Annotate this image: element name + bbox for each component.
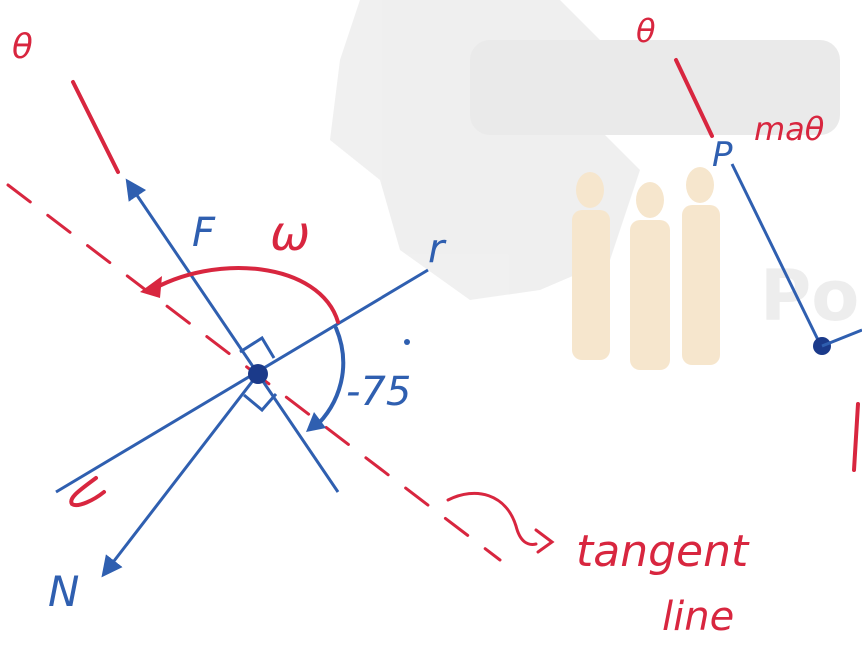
force-F-extension	[256, 373, 340, 493]
right-red-mark	[852, 402, 860, 472]
force-F-arrow	[125, 178, 260, 375]
F-label: F	[192, 210, 216, 256]
red-axis-line	[71, 80, 120, 174]
max-label: maθ	[754, 110, 824, 148]
omega-arc	[146, 266, 340, 324]
angle-arrowhead	[306, 412, 326, 432]
tangent-annotation-arrowhead	[534, 528, 555, 554]
center-point	[248, 364, 268, 384]
r-axis-line	[55, 268, 429, 494]
tangent-annotation-arrow	[446, 491, 538, 546]
angle-label: -75	[346, 369, 411, 415]
r-label: r	[428, 226, 447, 272]
tangent-label: tangent	[576, 526, 750, 577]
right-angle-marker-lower	[243, 393, 278, 413]
watermark-logo: Pol	[330, 0, 862, 370]
right-red-axis-line	[674, 58, 714, 138]
omega-arrowhead	[140, 276, 162, 298]
r-axis-negative-end	[69, 476, 106, 507]
line-label: line	[662, 594, 734, 640]
angle-arc	[312, 326, 346, 430]
people-watermark-icon	[572, 167, 720, 370]
right-blue-line-2	[821, 328, 862, 348]
right-angle-marker-upper	[239, 335, 276, 359]
right-blue-line	[730, 163, 822, 345]
omega-label: ω	[270, 206, 310, 262]
normal-N-arrow	[101, 373, 260, 578]
theta-left-label: θ	[12, 27, 33, 67]
P-label: P	[712, 135, 733, 175]
angle-label-dot	[404, 339, 410, 345]
theta-right-label: θ	[636, 12, 656, 50]
N-label: N	[48, 567, 79, 616]
